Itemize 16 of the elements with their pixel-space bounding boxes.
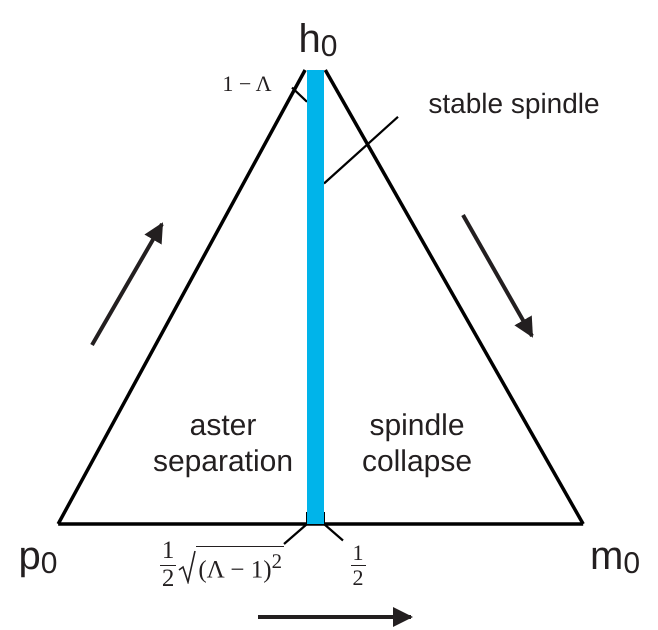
math-label: 1 − Λ	[202, 66, 292, 102]
leader-line	[323, 116, 399, 184]
leader-line	[283, 523, 308, 545]
triangle-side	[324, 69, 585, 525]
region-label: spindle collapse	[360, 408, 474, 480]
triangle-side	[56, 69, 307, 525]
vertex-label: h$_{0}$	[290, 8, 346, 70]
math-label: 1 2	[343, 530, 373, 600]
vertex-label: p$_{0}$	[10, 524, 66, 588]
leader-line	[291, 86, 308, 103]
region-label: aster separation	[152, 408, 294, 480]
triangle-side	[58, 522, 584, 526]
leader-line	[323, 523, 344, 542]
annotation-label: stable spindle	[398, 84, 630, 124]
vertex-label: m$_{0}$	[578, 524, 652, 588]
spindle-bar	[307, 70, 324, 524]
